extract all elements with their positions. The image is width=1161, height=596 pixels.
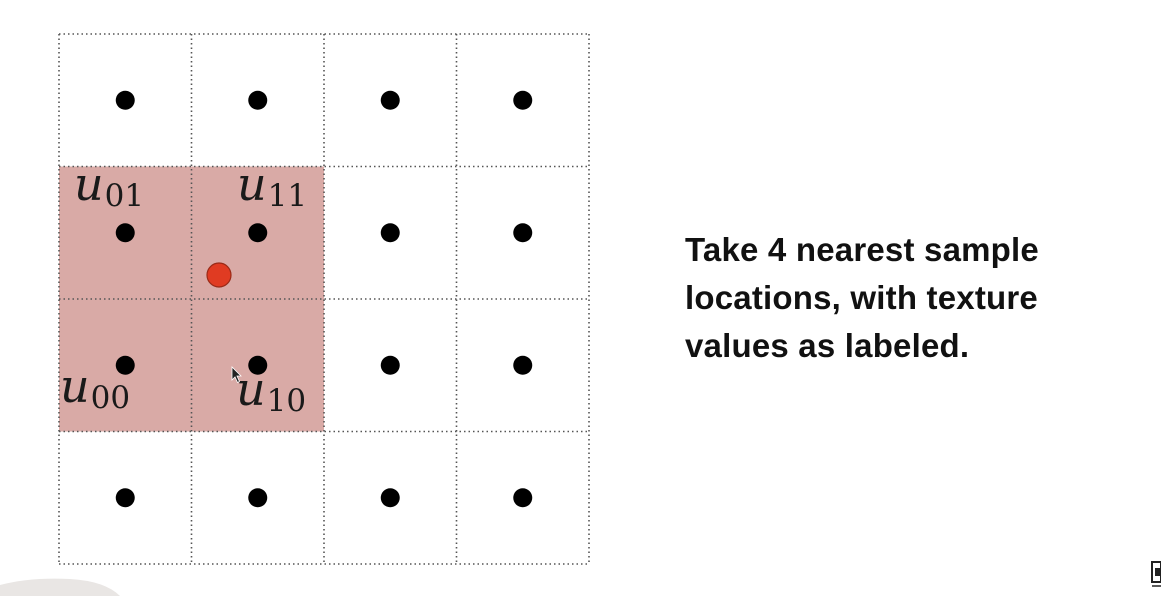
sample-dot <box>115 223 135 243</box>
texture-label-u01: u01 <box>74 157 144 214</box>
sample-dot <box>513 355 533 375</box>
sample-dot <box>115 488 135 508</box>
sample-dot <box>513 488 533 508</box>
caption: Take 4 nearest sample locations, with te… <box>685 226 1125 370</box>
video-thumbnail-edge <box>0 578 120 596</box>
texture-label-u00: u00 <box>60 359 130 416</box>
sample-dot <box>380 223 400 243</box>
sample-dots <box>115 90 533 508</box>
sample-dot <box>380 355 400 375</box>
caption-line-1: Take 4 nearest sample <box>685 231 1039 268</box>
sample-dot <box>248 223 268 243</box>
sample-dot <box>115 355 135 375</box>
sample-dot <box>248 355 268 375</box>
query-point <box>206 262 232 288</box>
grid-lines <box>58 33 590 565</box>
sample-dot <box>115 90 135 110</box>
sample-dot <box>248 90 268 110</box>
sample-dot <box>380 488 400 508</box>
sample-dot <box>513 223 533 243</box>
caption-line-3: values as labeled. <box>685 327 970 364</box>
sample-dot <box>380 90 400 110</box>
caption-line-2: locations, with texture <box>685 279 1038 316</box>
mouse-cursor-icon <box>231 366 242 384</box>
query-layer <box>206 262 232 288</box>
sample-dot <box>248 488 268 508</box>
texture-label-u10: u10 <box>236 362 306 419</box>
fullscreen-icon[interactable] <box>1150 560 1161 590</box>
sample-dot <box>513 90 533 110</box>
texture-labels: u01 u11 u00 u10 <box>60 157 307 419</box>
texture-label-u11: u11 <box>237 157 307 214</box>
